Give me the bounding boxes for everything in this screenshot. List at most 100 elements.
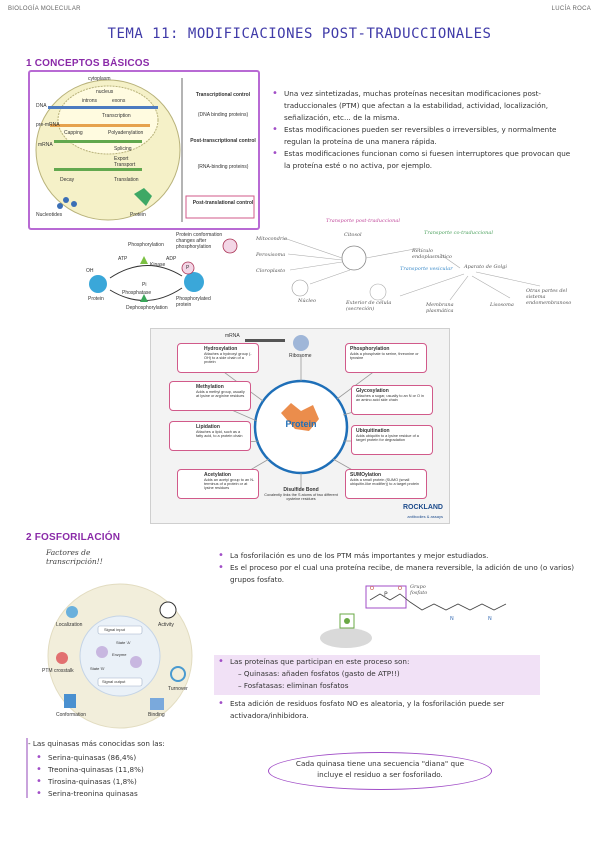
premrna-bar (50, 124, 150, 127)
phosphate-molecule: P O O N N Grupo fosfato (310, 580, 580, 652)
activity-gauge-icon (159, 601, 177, 619)
ptm-card-lipidation: Lipidation Attaches a lipid, such as a f… (169, 421, 251, 451)
s2-bullet-3: Las proteínas que participan en este pro… (218, 656, 578, 668)
kinases-sub: – Quinasas: añaden fosfatos (gasto de AT… (238, 669, 400, 678)
cytoplasm-label: cytoplasm (88, 76, 111, 82)
s2-bullet-2: Es el proceso por el cual una proteína r… (218, 562, 578, 586)
wheel-turnover: Turnover (168, 686, 188, 692)
s1-bullet-2: Estas modificaciones pueden ser reversib… (272, 124, 572, 148)
crosstalk-icon (56, 652, 68, 664)
mrna-strand (245, 339, 285, 342)
map-post-trad: Transporte post-traduccional (326, 218, 400, 224)
p-atom: P (384, 591, 388, 598)
map-otras: Otras partes del sistema endomembranoso (526, 288, 572, 306)
s2-bullet-4: Esta adición de residuos fosfato NO es a… (218, 698, 578, 722)
nucleotides-label: Nucleotides (36, 212, 63, 218)
header-left: BIOLOGÍA MOLECULAR (8, 6, 81, 12)
protein-blob-icon (89, 275, 107, 293)
control-diagram: cytoplasm nucleus introns exons DNA Tran… (28, 70, 260, 230)
protein-label-2: Protein (88, 296, 104, 302)
phospho-function-wheel: Factores de transcripción!! Localization… (32, 548, 212, 732)
map-golgi: Aparato de Golgi (464, 264, 507, 270)
phosphorylated-protein-icon (184, 272, 204, 292)
kinase-dot (344, 618, 350, 624)
map-line (449, 275, 469, 301)
map-line (283, 237, 343, 259)
protein-center-label: Protein (285, 419, 317, 429)
step-transport: Transport (114, 162, 136, 168)
map-co-trad: Transporte co-traduccional (424, 230, 493, 236)
map-vesicular: Transporte vesicular (400, 266, 453, 272)
phospho-cycle-svg (89, 238, 238, 302)
map-mitocondria: Mitocondria (256, 236, 287, 242)
ptm-name: Phosphorylation (350, 346, 390, 352)
rockland-logo: ROCKLAND (402, 504, 443, 511)
nucleus-label: nucleus (96, 89, 114, 95)
ptm-desc: Adds a phosphate to serine, threonine or… (350, 352, 419, 360)
forward-arrow (109, 265, 183, 279)
step-splicing: Splicing (114, 146, 132, 152)
wheel-localization: Localization (56, 622, 83, 628)
phospho-cycle-diagram: Phosphorylation Kinase ATP ADP Phosphata… (80, 232, 240, 312)
ptm-card-hydroxylation: Hydroxylation Attaches a hydroxyl group … (177, 343, 259, 373)
control-diagram-svg (35, 78, 255, 222)
binding-icon (150, 698, 164, 710)
o-atom: O (370, 586, 374, 592)
wheel-activity: Activity (158, 622, 174, 628)
map-line (439, 253, 461, 269)
map-line (289, 261, 343, 271)
map-line (475, 271, 541, 287)
s1-bullet-1: Una vez sintetizadas, muchas proteínas n… (272, 88, 572, 124)
map-cloroplasto: Cloroplasto (256, 268, 286, 274)
ptm-name: Methylation (196, 384, 224, 390)
step-translation: Translation (114, 177, 139, 183)
map-line (287, 253, 343, 261)
mrna-bar (54, 140, 142, 143)
wheel-signal-output: Signal output (102, 679, 126, 684)
ptm-desc: Attaches a sugar, usually to an N or O i… (356, 394, 424, 402)
map-nucleo: Núcleo (298, 298, 316, 304)
kinase-label: Kinase (150, 262, 166, 268)
ptm-desc: Adds a methyl group, usually at lysine o… (196, 390, 245, 398)
ptm-name: Lipidation (196, 424, 220, 430)
cytosol-node (341, 245, 367, 271)
oh-label: OH (86, 268, 94, 274)
mrna-cyto-bar (54, 168, 142, 171)
protein-structure-shape (281, 403, 319, 431)
ptm-wheel-diagram: Protein mRNA Ribosome Hydroxylation Atta… (150, 328, 450, 524)
p-label: P (186, 265, 190, 271)
post-translational-box (185, 195, 255, 219)
ptm-desc: Adds ubiquitin to a lysine residue of a … (356, 434, 419, 442)
inner-wheel (79, 615, 161, 697)
ptm-name: Disulfide Bond (283, 487, 319, 493)
ptm-card-phosphorylation: Phosphorylation Adds a phosphate to seri… (345, 343, 427, 373)
protein-shape (134, 188, 152, 206)
protein-surface-shape (320, 628, 372, 648)
ribosome-icon (293, 335, 309, 351)
nucleotide-dot (71, 201, 77, 207)
phosphatase-star-icon (140, 294, 148, 302)
wheel-ribosome-label: Ribosome (289, 353, 312, 359)
wheel-conformation: Conformation (56, 712, 87, 718)
turnover-icon (170, 666, 186, 682)
wheel-crosstalk: PTM crosstalk (42, 668, 74, 674)
kinases-side-bar (26, 738, 28, 798)
phosphate-molecule-svg: P O O N N (320, 585, 507, 648)
state-a-icon (96, 646, 108, 658)
kinases-intro: - Las quinasas más conocidas son las: (28, 739, 165, 748)
premrna-label: pre-mRNA (36, 122, 60, 128)
nucleotide-dot (57, 203, 63, 209)
map-exterior: Exterior de célula (secreción) (346, 300, 392, 312)
map-peroxisoma: Peroxisoma (256, 252, 286, 258)
transport-map-svg (283, 237, 541, 301)
header-right: LUCÍA ROCA (551, 6, 591, 12)
dna-bar (48, 106, 158, 109)
conformation-p-icon (222, 238, 238, 254)
map-line (471, 275, 511, 299)
section-2-bullets-mid: Las proteínas que participan en este pro… (218, 656, 578, 668)
atp-label: ATP (118, 256, 128, 262)
mrna-label: mRNA (38, 142, 53, 148)
localization-icon (66, 606, 78, 618)
conformation-icon (64, 694, 76, 708)
phosphate-p-icon (181, 261, 195, 275)
